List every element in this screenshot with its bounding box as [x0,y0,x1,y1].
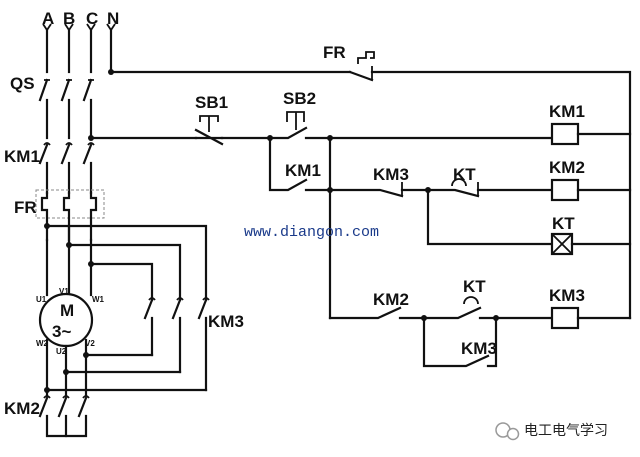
kt-no-delay-contact [422,296,554,321]
coil-km3-label: KM3 [549,286,585,305]
terminal-v2: V2 [85,339,95,348]
qs-label: QS [10,74,35,93]
incoming-lines [45,28,113,74]
coil-km2 [550,178,632,202]
phase-label-n: N [107,9,119,28]
coil-kt [550,232,632,256]
kt-coil-branch [426,188,554,246]
coil-km1-label: KM1 [549,102,585,121]
km1-main-contacts [38,142,95,195]
phase-label-c: C [86,9,98,28]
fr-control-label: FR [323,43,346,62]
km3-delta-contacts [143,297,210,392]
watermark-text: www.diangon.com [244,224,379,241]
terminal-w1: W1 [92,295,105,304]
coil-km2-label: KM2 [549,158,585,177]
fr-power-label: FR [14,198,37,217]
phase-label-b: B [63,9,75,28]
km2-no-label: KM2 [373,290,409,309]
coil-km1 [550,122,632,146]
km3-delta-label: KM3 [208,312,244,331]
delta-branches [44,223,208,302]
motor: M 3~ [38,292,94,348]
km1-hold-label: KM1 [285,161,321,180]
terminal-u1: U1 [36,295,47,304]
sb1-stop-button [194,115,272,146]
km2-no-contact [328,306,427,321]
terminal-v1: V1 [59,287,69,296]
motor-phase-mark: 3~ [52,322,71,341]
sb2-start-button [267,111,552,141]
motor-lower-lines [44,338,208,397]
control-top-rail [108,69,632,320]
fr-nc-contact [348,51,375,82]
coil-km3 [550,306,632,330]
coil-kt-label: KT [552,214,575,233]
sb1-label: SB1 [195,93,228,112]
phase-label-a: A [42,9,54,28]
km2-star-label: KM2 [4,399,40,418]
kt-nc-delay-contact [426,178,552,198]
km3-hold-contact [422,316,498,368]
km3-hold-label: KM3 [461,339,497,358]
brand-text: 电工电气学习 [524,423,608,439]
fr-heaters [40,191,98,242]
motor-feed-lines [45,224,93,297]
km3-nc-contact [328,182,431,198]
sb2-label: SB2 [283,89,316,108]
km1-main-label: KM1 [4,147,40,166]
motor-letter: M [60,301,74,320]
km2-star-contacts [38,395,90,438]
km3-nc-label: KM3 [373,165,409,184]
terminal-u2: U2 [56,347,67,356]
kt-no-label: KT [463,277,486,296]
qs-switch [38,78,94,140]
terminal-w2: W2 [36,339,49,348]
brand-logo: 电工电气学习 [495,422,608,441]
